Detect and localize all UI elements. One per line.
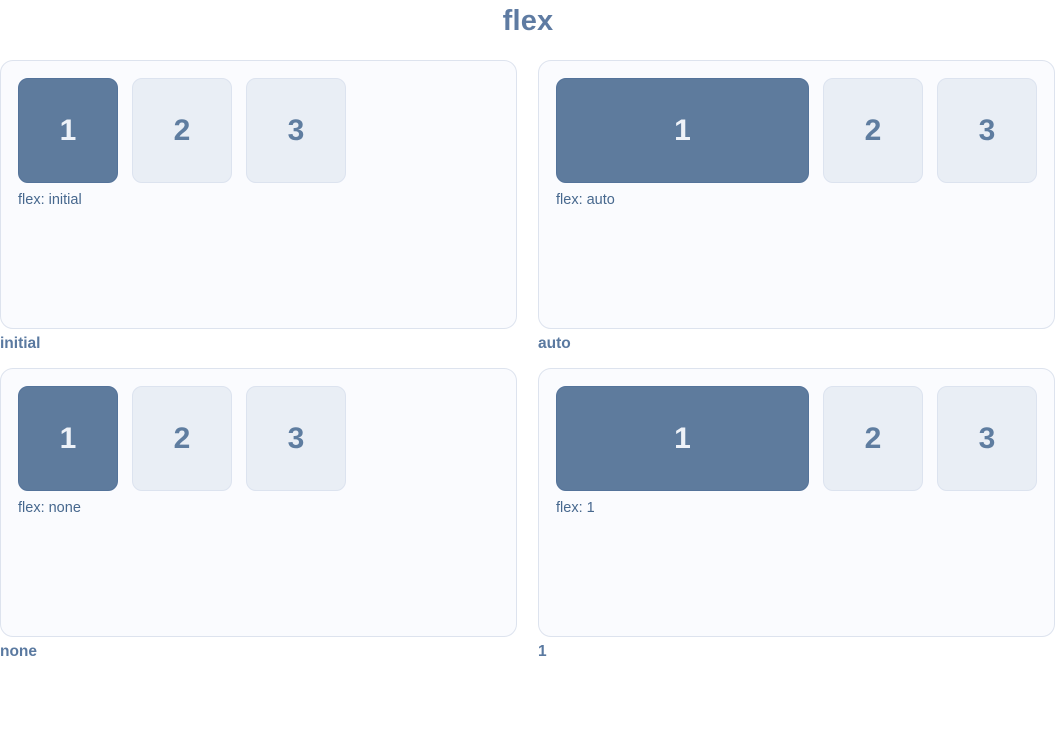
flex-row: 1 2 3	[556, 78, 1037, 183]
example-caption: initial	[0, 335, 41, 352]
examples-grid: 1 2 3 flex: initial initial 1 2 3 flex: …	[0, 60, 1056, 676]
example-caption: none	[0, 643, 38, 660]
flex-item-2: 2	[132, 78, 232, 183]
example-auto: 1 2 3 flex: auto auto	[538, 60, 1055, 368]
example-initial: 1 2 3 flex: initial initial	[0, 60, 517, 368]
flex-item-2: 2	[823, 78, 923, 183]
example-1: 1 2 3 flex: 1 1	[538, 368, 1055, 676]
flex-item-2: 2	[132, 386, 232, 491]
flex-item-3: 3	[937, 386, 1037, 491]
example-card-initial: 1 2 3 flex: initial	[0, 60, 517, 329]
flex-property-label: flex: auto	[556, 192, 615, 208]
example-card-auto: 1 2 3 flex: auto	[538, 60, 1055, 329]
flex-item-1: 1	[18, 78, 118, 183]
flex-row: 1 2 3	[18, 386, 499, 491]
flex-item-1: 1	[18, 386, 118, 491]
flex-item-3: 3	[937, 78, 1037, 183]
flex-property-label: flex: none	[18, 500, 81, 516]
example-card-none: 1 2 3 flex: none	[0, 368, 517, 637]
flex-row: 1 2 3	[18, 78, 499, 183]
flex-item-3: 3	[246, 78, 346, 183]
page-title: flex	[502, 5, 554, 37]
flex-property-label: flex: initial	[18, 192, 82, 208]
example-card-1: 1 2 3 flex: 1	[538, 368, 1055, 637]
flex-item-1: 1	[556, 386, 809, 491]
example-caption: 1	[538, 643, 547, 660]
flex-item-3: 3	[246, 386, 346, 491]
example-none: 1 2 3 flex: none none	[0, 368, 517, 676]
flex-row: 1 2 3	[556, 386, 1037, 491]
flex-property-label: flex: 1	[556, 500, 595, 516]
flex-item-1: 1	[556, 78, 809, 183]
example-caption: auto	[538, 335, 571, 352]
flex-item-2: 2	[823, 386, 923, 491]
